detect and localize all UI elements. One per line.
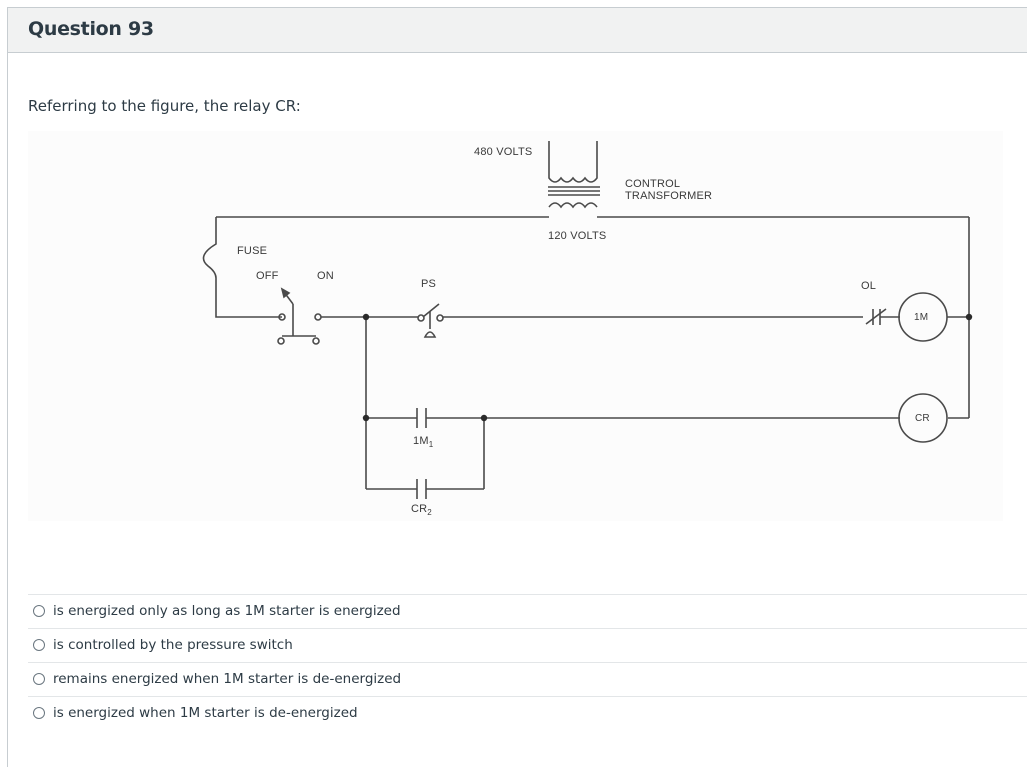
answer-label[interactable]: is controlled by the pressure switch — [53, 637, 293, 653]
aux-contact-1m-subscript: 1 — [428, 440, 434, 450]
ol-label: OL — [861, 280, 877, 292]
junction-dot-1 — [362, 313, 370, 321]
junction-dot-3 — [480, 414, 488, 422]
question-prompt: Referring to the figure, the relay CR: — [28, 97, 301, 115]
primary-voltage-label: 480 VOLTS — [474, 146, 533, 158]
answer-option[interactable]: is energized when 1M starter is de-energ… — [28, 696, 1027, 730]
fuse-label: FUSE — [237, 245, 268, 257]
radio-button[interactable] — [33, 605, 45, 617]
junction-dot-4 — [965, 313, 973, 321]
transformer-label-2: TRANSFORMER — [625, 190, 713, 202]
answer-list: is energized only as long as 1M starter … — [28, 594, 1027, 730]
ps-diaphragm — [423, 331, 437, 338]
question-card: Question 93 Referring to the figure, the… — [7, 7, 1027, 767]
coil-cr-label: CR — [915, 413, 930, 424]
switch-contact-left — [278, 313, 286, 321]
radio-button[interactable] — [33, 673, 45, 685]
ps-blade — [422, 303, 440, 318]
secondary-voltage-label: 120 VOLTS — [548, 230, 607, 242]
switch-arrowhead — [280, 287, 291, 299]
ol-slash — [865, 308, 887, 325]
ladder-diagram — [202, 141, 973, 499]
switch-bottom-left — [277, 337, 285, 345]
radio-button[interactable] — [33, 639, 45, 651]
aux-contact-1m-label: 1M1 — [413, 436, 433, 450]
fuse-symbol — [202, 217, 282, 318]
question-title: Question 93 — [28, 18, 154, 40]
coil-cr — [898, 393, 948, 443]
coil-1m-label: 1M — [914, 312, 929, 323]
on-label: ON — [317, 270, 334, 282]
switch-bottom-right — [312, 337, 320, 345]
aux-contact-cr-text: CR — [411, 503, 428, 515]
answer-label[interactable]: remains energized when 1M starter is de-… — [53, 671, 402, 687]
answer-option[interactable]: remains energized when 1M starter is de-… — [28, 662, 1027, 696]
aux-contact-cr-label: CR2 — [411, 504, 432, 518]
answer-label[interactable]: is energized when 1M starter is de-energ… — [53, 705, 358, 721]
radio-button[interactable] — [33, 707, 45, 719]
transformer-label-1: CONTROL — [625, 178, 681, 190]
switch-contact-right — [314, 313, 322, 321]
answer-option[interactable]: is energized only as long as 1M starter … — [28, 594, 1027, 628]
aux-contact-1m-text: 1M — [413, 435, 429, 447]
ps-label: PS — [421, 278, 437, 290]
question-header: Question 93 — [8, 8, 1027, 53]
ps-contact-right — [436, 314, 444, 322]
transformer-primary — [548, 141, 598, 183]
ps-contact-left — [417, 314, 425, 322]
off-label: OFF — [256, 270, 279, 282]
answer-option[interactable]: is controlled by the pressure switch — [28, 628, 1027, 662]
transformer-secondary — [548, 202, 598, 209]
answer-label[interactable]: is energized only as long as 1M starter … — [53, 603, 401, 619]
circuit-figure: 480 VOLTS CONTROL TRANSFORMER 120 VOLTS … — [28, 131, 1003, 521]
junction-dot-2 — [362, 414, 370, 422]
aux-contact-cr-subscript: 2 — [427, 508, 432, 518]
